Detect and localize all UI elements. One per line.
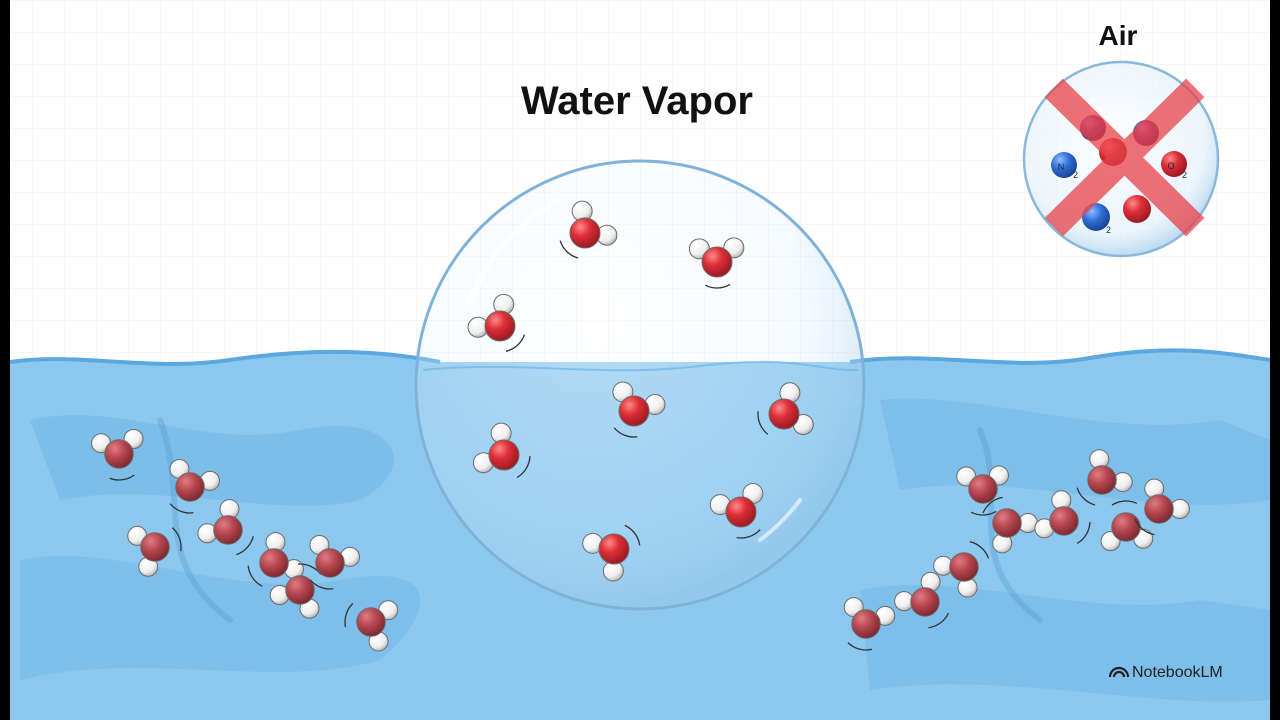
oxygen-atom <box>910 587 940 617</box>
motion-line <box>309 579 334 590</box>
motion-line <box>970 510 997 516</box>
motion-line <box>505 334 526 352</box>
motion-line <box>171 527 182 552</box>
water-molecules <box>91 200 1190 652</box>
liquid-water-molecule <box>247 532 304 587</box>
air-molecule-n2-subscript: 2 <box>1073 170 1078 180</box>
liquid-water-molecule <box>197 499 254 556</box>
motion-line <box>344 602 354 628</box>
watermark-label: NotebookLM <box>1132 664 1223 681</box>
air-label: Air <box>1099 20 1138 51</box>
liquid-water-molecule <box>1100 500 1154 552</box>
oxygen-atom <box>1144 494 1174 524</box>
oxygen-atom <box>488 439 520 471</box>
oxygen-atom <box>104 439 134 469</box>
oxygen-atom <box>598 533 630 565</box>
oxygen-atom <box>356 607 386 637</box>
liquid-water-molecule <box>91 429 144 481</box>
oxygen-atom <box>725 496 757 528</box>
liquid-water-molecule <box>982 496 1038 554</box>
air-atom-red <box>1123 195 1151 223</box>
air-molecule-o2-subscript: 2 <box>1182 170 1187 180</box>
motion-line <box>982 496 1003 514</box>
motion-line <box>928 612 950 629</box>
watermark: NotebookLM <box>1108 664 1223 681</box>
motion-line <box>1134 518 1155 536</box>
liquid-water-molecule <box>933 541 990 598</box>
motion-line <box>736 529 761 539</box>
liquid-water-molecule <box>894 571 950 629</box>
oxygen-atom <box>618 395 650 427</box>
air-molecule-blue-subscript: 2 <box>1106 225 1111 235</box>
vapor-water-molecule <box>472 422 531 479</box>
oxygen-atom <box>213 515 243 545</box>
motion-line <box>613 427 638 438</box>
liquid-water-molecule <box>956 465 1009 516</box>
motion-line <box>516 456 531 479</box>
notebooklm-logo-icon <box>1108 666 1130 678</box>
motion-line <box>559 240 579 259</box>
air-molecule-n2: N 2 <box>1051 152 1078 180</box>
air-molecule-o2: O 2 <box>1161 151 1187 180</box>
oxygen-atom <box>175 472 205 502</box>
oxygen-atom <box>992 508 1022 538</box>
air-molecule-n2-symbol: N <box>1058 162 1065 172</box>
motion-line <box>757 411 769 435</box>
oxygen-atom <box>140 532 170 562</box>
vapor-water-molecule <box>688 237 745 289</box>
oxygen-atom <box>851 609 881 639</box>
vapor-water-molecule <box>757 382 814 436</box>
oxygen-atom <box>315 548 345 578</box>
liquid-water-molecule <box>127 525 182 577</box>
air-inset: Air N 2 O 2 2 <box>1022 20 1220 258</box>
motion-line <box>109 474 135 481</box>
motion-line <box>1076 522 1091 545</box>
vapor-water-molecule <box>612 381 666 438</box>
liquid-water-molecule <box>344 600 399 652</box>
oxygen-atom <box>1049 506 1079 536</box>
motion-line <box>1111 500 1138 506</box>
oxygen-atom <box>968 474 998 504</box>
liquid-water-molecule <box>1034 490 1091 545</box>
motion-line <box>624 524 641 546</box>
liquid-water-molecule <box>309 534 360 590</box>
liquid-water-molecule <box>1076 449 1133 506</box>
motion-line <box>847 642 873 651</box>
vapor-water-molecule <box>559 200 618 259</box>
motion-line <box>247 565 263 587</box>
liquid-water-molecule <box>1134 478 1190 536</box>
oxygen-atom <box>259 548 289 578</box>
oxygen-atom <box>1111 512 1141 542</box>
oxygen-atom <box>285 575 315 605</box>
vapor-water-molecule <box>709 482 764 539</box>
oxygen-atom <box>701 246 733 278</box>
vapor-water-molecule <box>467 293 526 352</box>
oxygen-atom <box>1087 465 1117 495</box>
cross-out-icon <box>1044 78 1205 237</box>
motion-line <box>1076 487 1096 506</box>
vapor-water-molecule <box>582 524 641 582</box>
liquid-water-molecule <box>269 563 322 619</box>
motion-line <box>169 503 194 514</box>
air-molecule-o2-symbol: O <box>1167 161 1174 171</box>
diagram-title: Water Vapor <box>521 79 753 123</box>
oxygen-atom <box>768 398 800 430</box>
oxygen-atom <box>949 552 979 582</box>
oxygen-atom <box>569 217 601 249</box>
liquid-water-molecule <box>843 597 896 651</box>
liquid-water-molecule <box>169 458 220 514</box>
motion-line <box>704 283 731 289</box>
motion-line <box>236 536 254 556</box>
oxygen-atom <box>484 310 516 342</box>
motion-line <box>969 541 990 559</box>
